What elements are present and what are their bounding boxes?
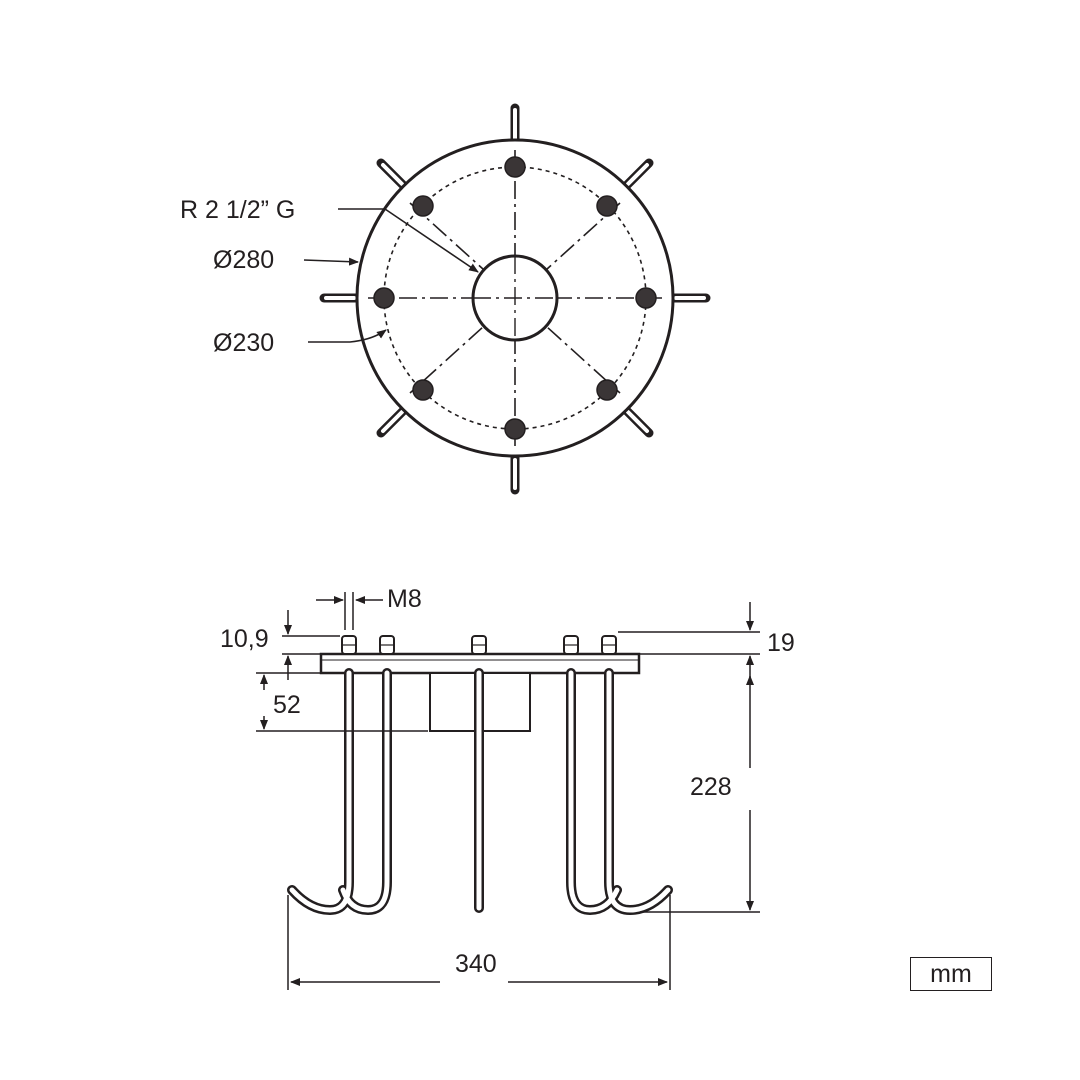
thread-label: R 2 1/2” G <box>180 196 295 224</box>
bolt <box>504 418 526 440</box>
nut-height-label: 10,9 <box>220 625 269 653</box>
bolt <box>596 379 618 401</box>
bolt <box>504 156 526 178</box>
bolt-circle-leader <box>308 329 387 343</box>
nuts <box>341 635 617 655</box>
overall-width-label: 340 <box>455 950 497 978</box>
bolt <box>373 287 395 309</box>
bolt-size-label: M8 <box>387 585 422 613</box>
bolt <box>635 287 657 309</box>
side-view: M8 10,9 19 52 228 340 <box>220 585 795 990</box>
anchor-rods <box>287 668 673 916</box>
outer-diameter-leader <box>303 257 359 266</box>
sleeve-length-label: 52 <box>273 691 301 719</box>
bolt <box>412 195 434 217</box>
bolt <box>412 379 434 401</box>
top-view: R 2 1/2” G Ø280 Ø230 <box>180 103 711 495</box>
plate-thickness-label: 19 <box>767 629 795 657</box>
bolt <box>596 195 618 217</box>
anchor-length-label: 228 <box>690 773 732 801</box>
outer-diameter-label: Ø280 <box>213 246 274 274</box>
bolt-circle-diameter-label: Ø230 <box>213 329 274 357</box>
unit-label: mm <box>910 957 992 991</box>
dimension-lines <box>256 592 760 990</box>
bolt-holes <box>373 156 657 440</box>
thread-leader <box>338 208 479 273</box>
